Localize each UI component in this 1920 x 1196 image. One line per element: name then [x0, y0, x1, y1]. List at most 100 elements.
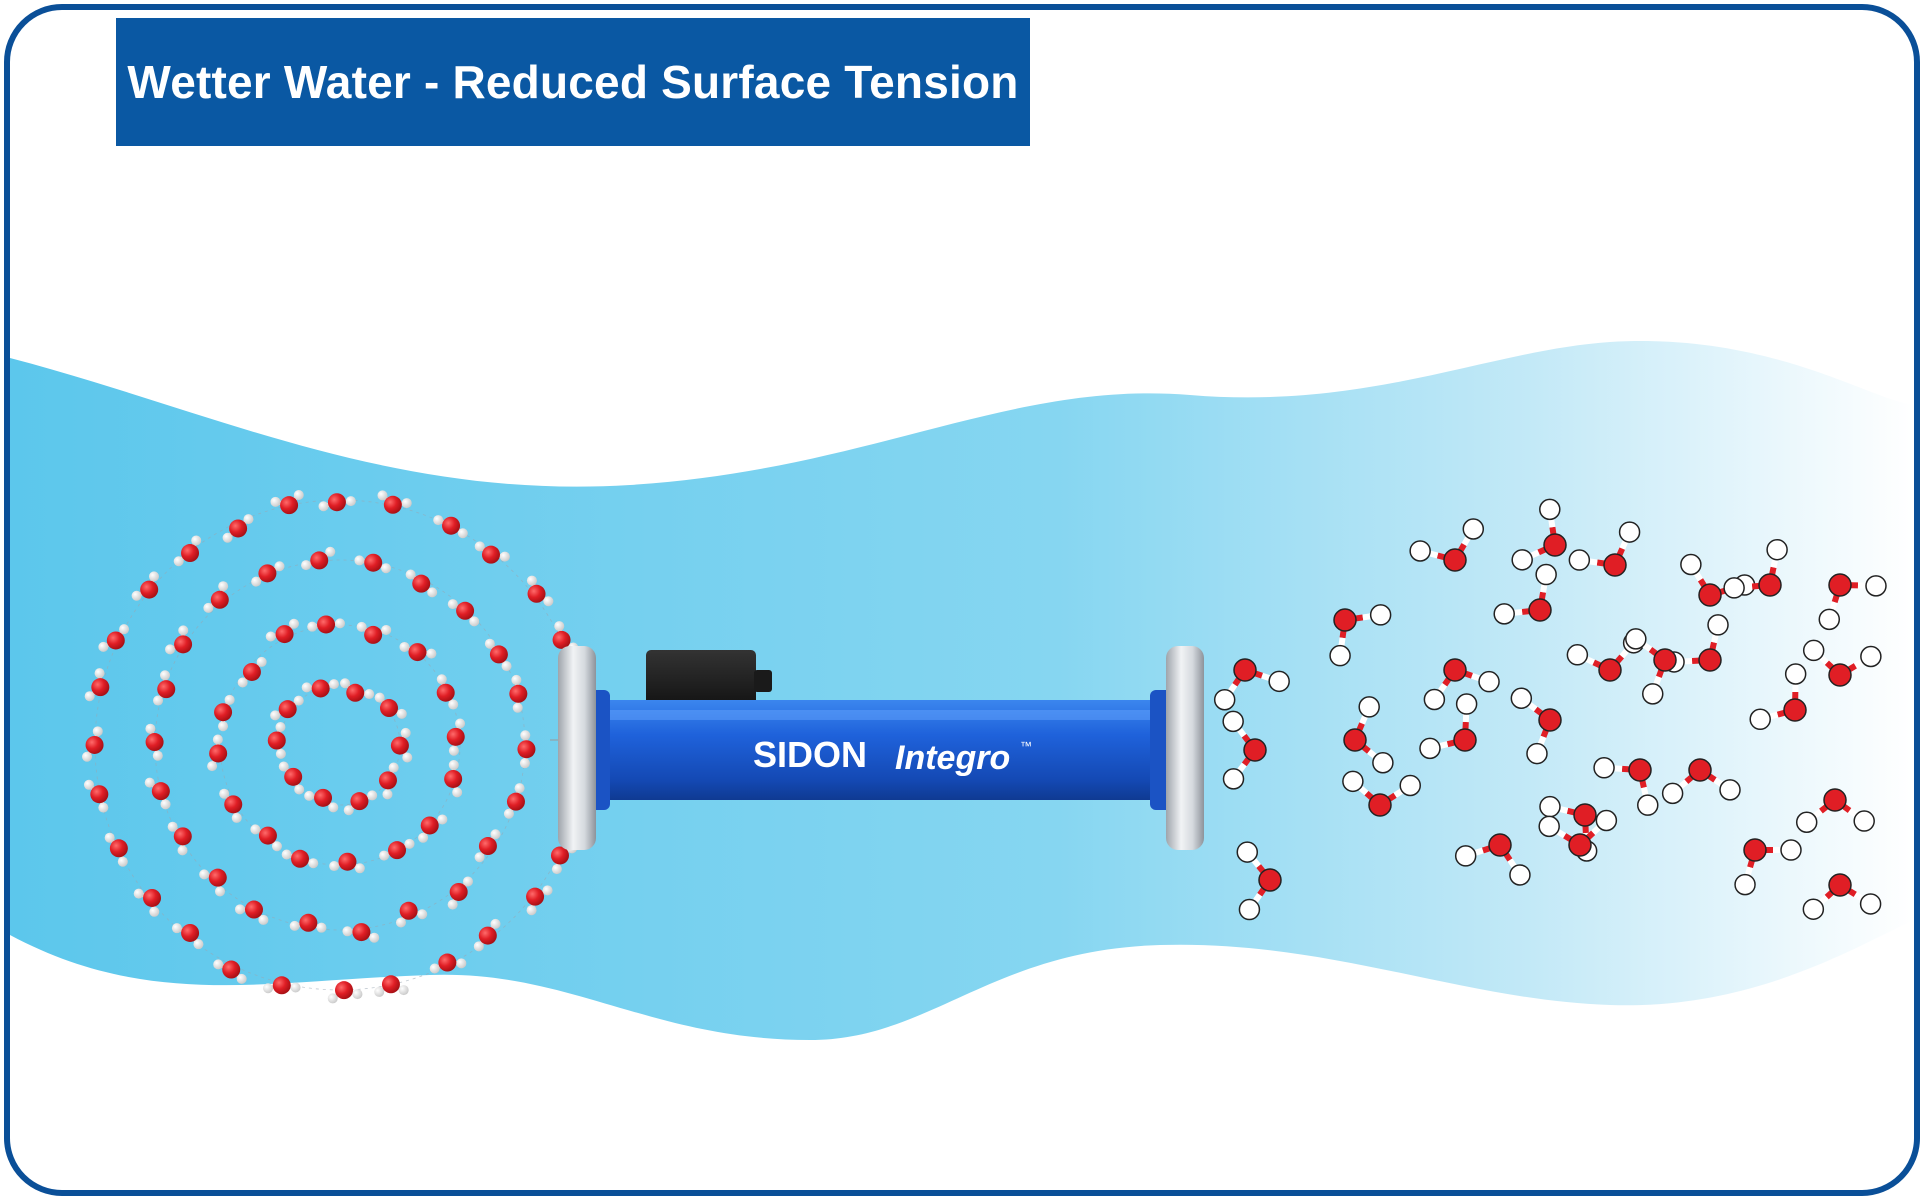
cluster-molecule	[265, 618, 299, 644]
cluster-molecule	[395, 901, 428, 928]
cluster-molecule	[301, 679, 339, 698]
cluster-molecule	[474, 829, 501, 863]
cluster-molecule	[446, 718, 466, 756]
cluster-molecule	[374, 692, 407, 719]
cluster-molecule	[307, 615, 346, 634]
sidon-integro-device-icon: SIDON Integro ™	[558, 646, 1204, 850]
device-trademark: ™	[1020, 739, 1032, 753]
cluster-molecule	[418, 814, 448, 843]
cluster-molecule	[289, 913, 327, 933]
cluster-molecule	[379, 838, 415, 861]
free-molecule	[1329, 604, 1392, 667]
cluster-molecule	[356, 621, 392, 644]
cluster-molecule	[429, 953, 467, 974]
cluster-molecule	[281, 849, 319, 869]
cluster-molecule	[207, 734, 228, 772]
cluster-molecule	[270, 490, 304, 515]
cluster-molecule	[509, 674, 528, 713]
cluster-molecule	[318, 493, 356, 512]
free-molecule	[1423, 658, 1500, 711]
cluster-molecule	[484, 638, 512, 672]
cluster-molecule	[474, 541, 510, 564]
cluster-molecule	[165, 625, 193, 655]
cluster-molecule	[405, 569, 438, 598]
free-molecule	[1795, 788, 1875, 834]
cluster-molecule	[222, 514, 254, 543]
cluster-molecule	[213, 959, 247, 984]
cluster-molecule	[144, 777, 171, 810]
free-molecule	[1802, 639, 1882, 687]
cluster-molecule	[104, 832, 128, 867]
cluster-molecule	[234, 900, 269, 925]
free-molecule	[1511, 498, 1567, 571]
free-molecule	[1454, 833, 1531, 886]
cluster-molecule	[503, 783, 525, 819]
free-molecule	[1802, 873, 1882, 920]
free-molecule	[1510, 687, 1562, 765]
free-molecule	[1343, 696, 1394, 774]
cluster-molecule	[173, 535, 202, 567]
cluster-molecule	[433, 515, 468, 539]
free-molecule	[1493, 563, 1557, 625]
cluster-molecule	[171, 923, 204, 950]
cluster-molecule	[390, 727, 413, 763]
cluster-molecule	[83, 779, 109, 813]
cluster-molecule	[301, 546, 336, 571]
cluster-molecule	[327, 981, 363, 1004]
flange-right	[1166, 646, 1204, 850]
cluster-molecule	[447, 599, 480, 627]
cluster-molecule	[340, 678, 375, 702]
cluster-molecule	[436, 674, 459, 710]
free-molecule	[1409, 518, 1485, 572]
title-banner: Wetter Water - Reduced Surface Tension	[116, 18, 1030, 146]
cluster-molecule	[399, 641, 437, 662]
cluster-molecule	[342, 923, 380, 943]
flange-left	[558, 646, 596, 850]
diagram-title: Wetter Water - Reduced Surface Tension	[127, 56, 1019, 108]
cluster-molecule	[214, 694, 235, 732]
free-molecule	[1568, 521, 1641, 577]
cluster-molecule	[447, 876, 473, 910]
cluster-molecule	[250, 824, 282, 852]
cluster-molecule	[526, 885, 553, 916]
free-molecule	[1222, 710, 1267, 790]
free-molecule	[1538, 809, 1618, 857]
cluster-molecule	[237, 656, 267, 688]
free-molecule	[1419, 693, 1478, 760]
free-molecule	[1213, 658, 1290, 711]
cluster-molecule	[84, 668, 110, 702]
cluster-molecule	[377, 490, 412, 514]
free-molecule	[1593, 757, 1659, 816]
water-stream	[10, 340, 1914, 1040]
free-molecule	[1723, 538, 1788, 599]
cluster-molecule	[199, 868, 227, 897]
diagram-frame: Wetter Water - Reduced Surface Tension	[4, 4, 1920, 1196]
cluster-molecule	[444, 759, 463, 798]
free-molecule	[1818, 573, 1887, 631]
cluster-molecule	[270, 695, 304, 721]
cluster-molecule	[153, 670, 176, 706]
free-water-molecules-icon	[1213, 498, 1887, 921]
cluster-molecule	[517, 730, 536, 769]
water-molecule-cluster-icon	[82, 490, 599, 1004]
free-molecule	[1625, 628, 1677, 705]
free-molecule	[1342, 770, 1421, 817]
cluster-molecule	[378, 762, 399, 800]
cluster-molecule	[304, 788, 339, 813]
cluster-molecule	[354, 553, 392, 574]
cluster-molecule	[167, 821, 192, 856]
cluster-molecule	[145, 723, 164, 761]
cluster-molecule	[82, 726, 104, 762]
free-molecule	[1734, 838, 1802, 896]
cluster-molecule	[133, 888, 162, 917]
cluster-molecule	[473, 918, 501, 952]
free-molecule	[1661, 758, 1741, 805]
control-box	[646, 650, 756, 710]
cluster-molecule	[98, 624, 130, 652]
cluster-molecule	[329, 852, 365, 874]
cluster-molecule	[203, 581, 229, 613]
device-model: Integro	[895, 739, 1010, 777]
cluster-molecule	[343, 790, 378, 816]
scene-illustration: SIDON Integro ™	[10, 340, 1914, 1040]
cluster-molecule	[526, 575, 554, 607]
